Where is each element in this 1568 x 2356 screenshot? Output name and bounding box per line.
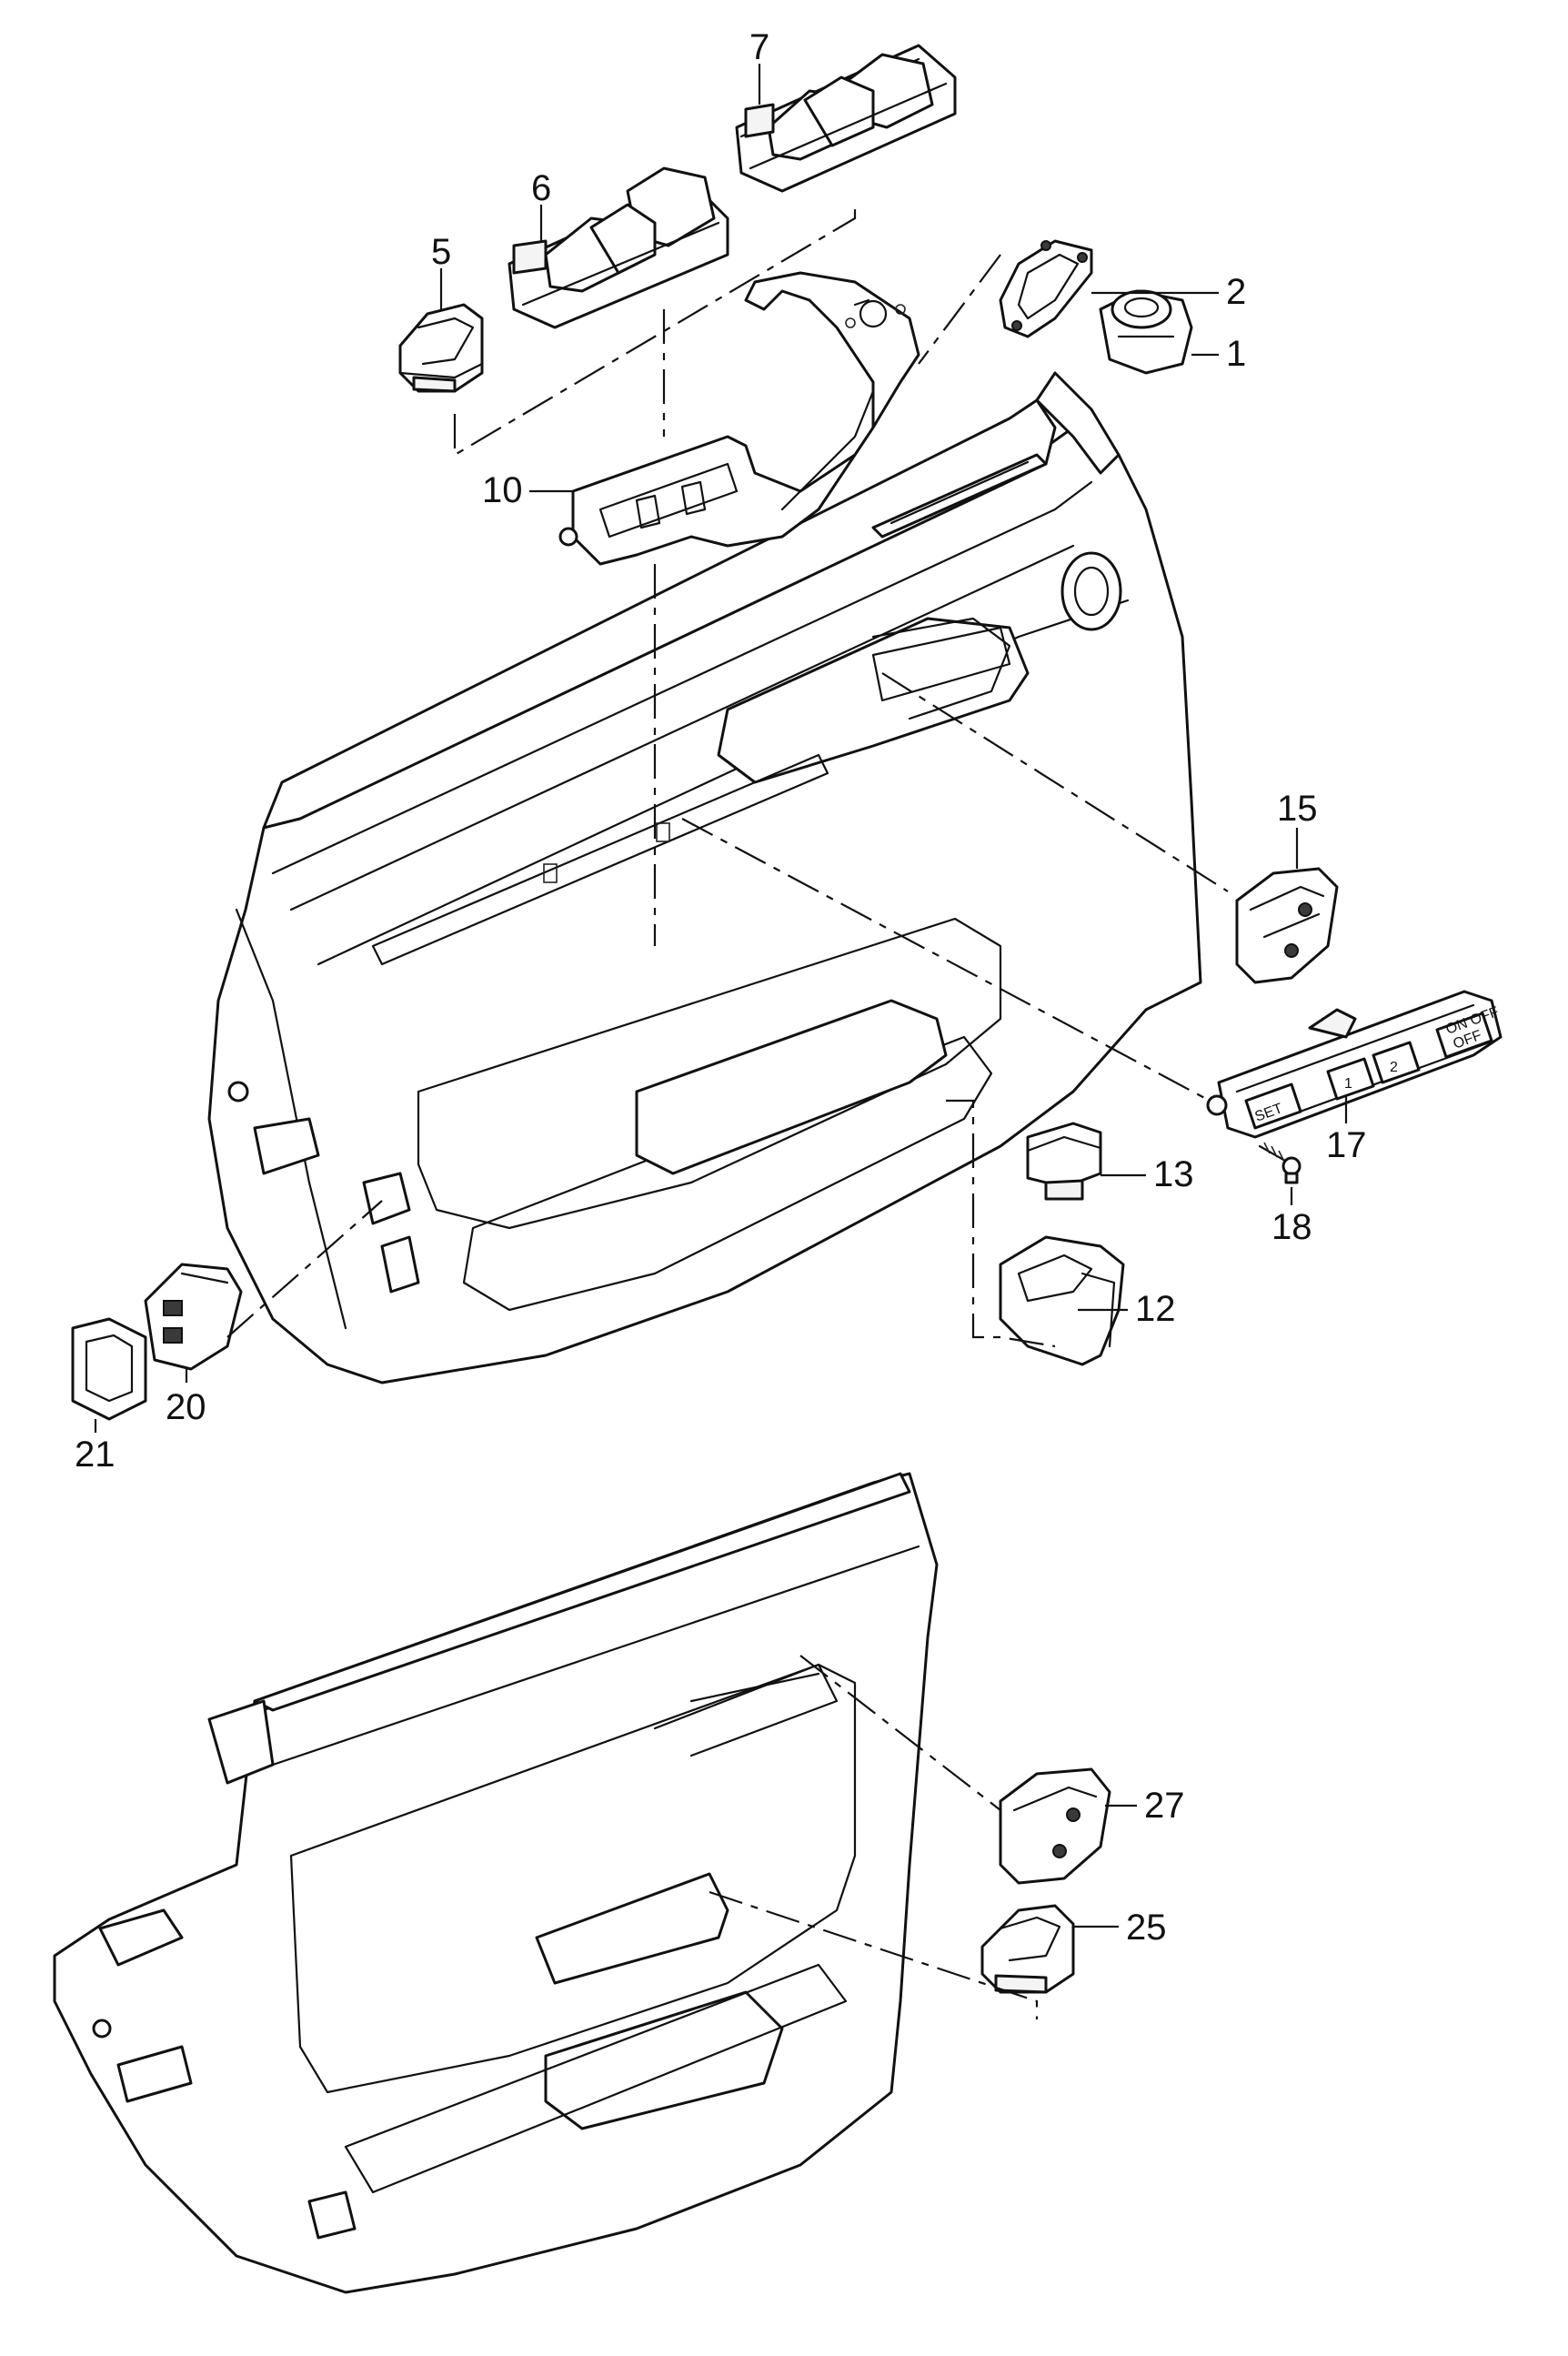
- callout-25: 25: [1126, 1908, 1167, 1948]
- part-15-door-switch: [1235, 867, 1339, 984]
- part-13-switch-insert: [1026, 1122, 1102, 1201]
- part-20-double-switch: [144, 1263, 243, 1371]
- callout-12: 12: [1135, 1289, 1176, 1329]
- front-door-trim-panel: [207, 371, 1202, 1384]
- callout-numbers: 1 2 5 6 7 10 12 13 15 17 18 20 21 25 27: [75, 27, 1367, 1948]
- part-10-switch-carrier: [558, 271, 920, 566]
- part-25-rear-window-switch: [980, 1904, 1075, 1994]
- part-5-single-window-switch: [398, 303, 484, 393]
- callout-17: 17: [1326, 1125, 1367, 1165]
- callout-5: 5: [431, 232, 451, 272]
- part-6-double-window-switch: [508, 166, 729, 329]
- part-2-switch-frame: [999, 239, 1093, 338]
- memory-switch-1-label: 1: [1344, 1076, 1352, 1092]
- part-18-screw: [1258, 1142, 1302, 1184]
- callout-10: 10: [482, 470, 523, 510]
- part-1-mirror-adjust-switch: [1099, 289, 1193, 375]
- memory-switch-2-label: 2: [1390, 1060, 1398, 1075]
- rear-door-trim-panel: [53, 1472, 939, 2294]
- callout-7: 7: [749, 27, 769, 67]
- callout-6: 6: [531, 168, 551, 208]
- callout-13: 13: [1153, 1154, 1194, 1194]
- part-21-switch-frame: [71, 1317, 147, 1421]
- part-27-rear-door-switch: [999, 1767, 1111, 1885]
- callout-27: 27: [1144, 1786, 1185, 1826]
- part-17-memory-switch: SET 1 2 ON OFF OFF: [1206, 990, 1503, 1139]
- callout-20: 20: [166, 1387, 206, 1427]
- callout-15: 15: [1277, 789, 1318, 829]
- callout-1: 1: [1226, 334, 1246, 374]
- assembly-lines: [226, 209, 1229, 2019]
- part-12-switch-housing: [999, 1235, 1125, 1366]
- callout-18: 18: [1271, 1207, 1312, 1247]
- part-7-quad-window-switch: [735, 44, 957, 193]
- callout-21: 21: [75, 1435, 116, 1475]
- leader-lines: [94, 64, 1348, 1928]
- callout-2: 2: [1226, 272, 1246, 312]
